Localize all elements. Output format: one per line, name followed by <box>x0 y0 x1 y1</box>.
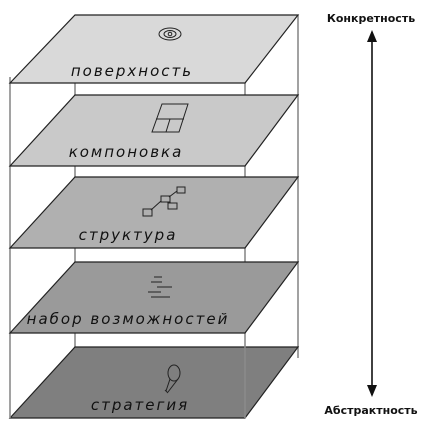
axis-arrow-down-icon <box>367 385 377 397</box>
layer-strategy: стратегия <box>8 346 300 419</box>
axis-label-concrete: Конкретность <box>327 12 415 25</box>
layer-label-scope: набор возможностей <box>27 310 230 328</box>
layer-plane-surface <box>8 14 300 84</box>
eye-icon <box>158 27 182 41</box>
list-icon <box>148 276 172 298</box>
abstraction-axis: Конкретность Абстрактность <box>324 12 417 417</box>
layer-label-strategy: стратегия <box>91 396 189 414</box>
layer-skeleton: компоновка <box>8 94 300 167</box>
layer-plane-skeleton <box>8 94 300 167</box>
axis-label-abstract: Абстрактность <box>324 404 417 417</box>
axis-arrow-up-icon <box>367 30 377 42</box>
layer-surface: поверхность <box>8 14 300 84</box>
layout-icon <box>151 103 189 133</box>
layer-scope: набор возможностей <box>8 261 300 334</box>
lightbulb-icon <box>164 364 181 394</box>
flowchart-icon <box>142 186 186 217</box>
layer-label-surface: поверхность <box>71 62 193 80</box>
layer-plane-structure <box>8 176 300 249</box>
layer-label-skeleton: компоновка <box>69 143 184 161</box>
layer-structure: структура <box>8 176 300 249</box>
layer-label-structure: структура <box>79 226 178 244</box>
